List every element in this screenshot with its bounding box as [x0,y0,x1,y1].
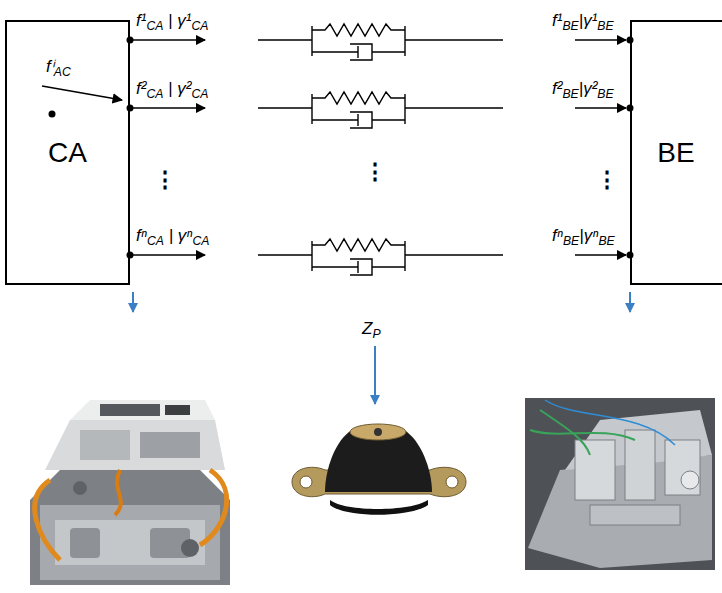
variable-label: fⁿBE|γⁿBE [552,225,615,250]
component-box: CA [5,20,130,285]
port-dots [49,37,634,259]
component-box: BE [630,20,722,285]
box-title: CA [48,137,87,169]
variable-label: ZP [362,318,381,343]
spring-damper [258,24,503,275]
rig-picture [525,398,715,570]
variable-label: f²CA | γ²CA [136,78,208,103]
ellipsis-mark: ⋮ [596,166,618,194]
variable-label: f²BE|γ²BE [552,78,614,103]
variable-label: fⁿCA | γⁿCA [136,225,210,250]
mount-picture [292,424,466,515]
motor-picture [30,400,230,585]
pointer-arrows [133,292,630,404]
ellipsis-mark: ⋮ [364,158,386,186]
variable-label: f¹CA | γ¹CA [136,10,208,35]
variable-label: f¹BE|γ¹BE [552,10,614,35]
ellipsis-mark: ⋮ [154,166,176,194]
box-title: BE [657,137,694,169]
variable-label: fⁱAC [46,56,71,81]
